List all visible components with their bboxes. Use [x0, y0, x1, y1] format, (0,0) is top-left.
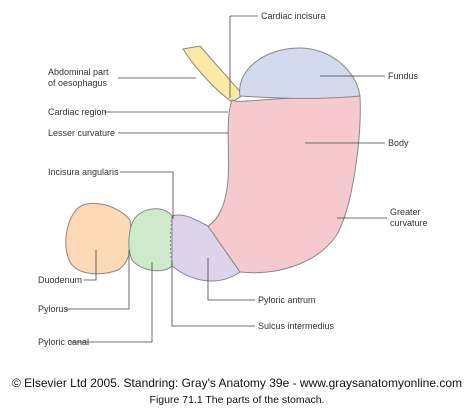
label-sulcus-intermedius: Sulcus intermedius	[258, 321, 335, 331]
label-cardiac-incisura: Cardiac incisura	[261, 11, 326, 21]
leader-pyloric-antrum	[207, 258, 255, 301]
duodenum-region	[65, 202, 132, 275]
label-body: Body	[388, 138, 409, 148]
leader-incisura-angularis	[120, 171, 174, 219]
pyloric-canal-region	[128, 208, 173, 272]
label-pyloric-canal: Pyloric canal	[38, 337, 89, 347]
label-abdominal-oesophagus-2: of oesophagus	[48, 78, 108, 88]
label-abdominal-oesophagus-1: Abdominal part	[48, 67, 109, 77]
figure-caption: Figure 71.1 The parts of the stomach.	[150, 394, 325, 406]
label-duodenum: Duodenum	[38, 275, 82, 285]
label-cardiac-region: Cardiac region	[48, 107, 107, 117]
oesophagus-region	[182, 45, 244, 103]
leader-pylorus	[66, 250, 130, 310]
label-pyloric-antrum: Pyloric antrum	[258, 295, 316, 305]
label-greater-curvature-2: curvature	[390, 218, 428, 228]
leader-duodenum	[84, 250, 97, 281]
label-lesser-curvature: Lesser curvature	[48, 128, 115, 138]
label-pylorus: Pylorus	[38, 304, 69, 314]
label-fundus: Fundus	[388, 71, 419, 81]
label-greater-curvature-1: Greater	[390, 207, 421, 217]
body-region	[207, 95, 361, 274]
copyright-line: © Elsevier Ltd 2005. Standring: Gray's A…	[12, 376, 462, 390]
fundus-region	[239, 47, 361, 99]
sulcus-intermedius-line	[170, 215, 173, 267]
label-incisura-angularis: Incisura angularis	[48, 167, 119, 177]
leader-pyloric-canal	[70, 262, 153, 343]
leader-sulcus-intermedius	[171, 262, 255, 327]
